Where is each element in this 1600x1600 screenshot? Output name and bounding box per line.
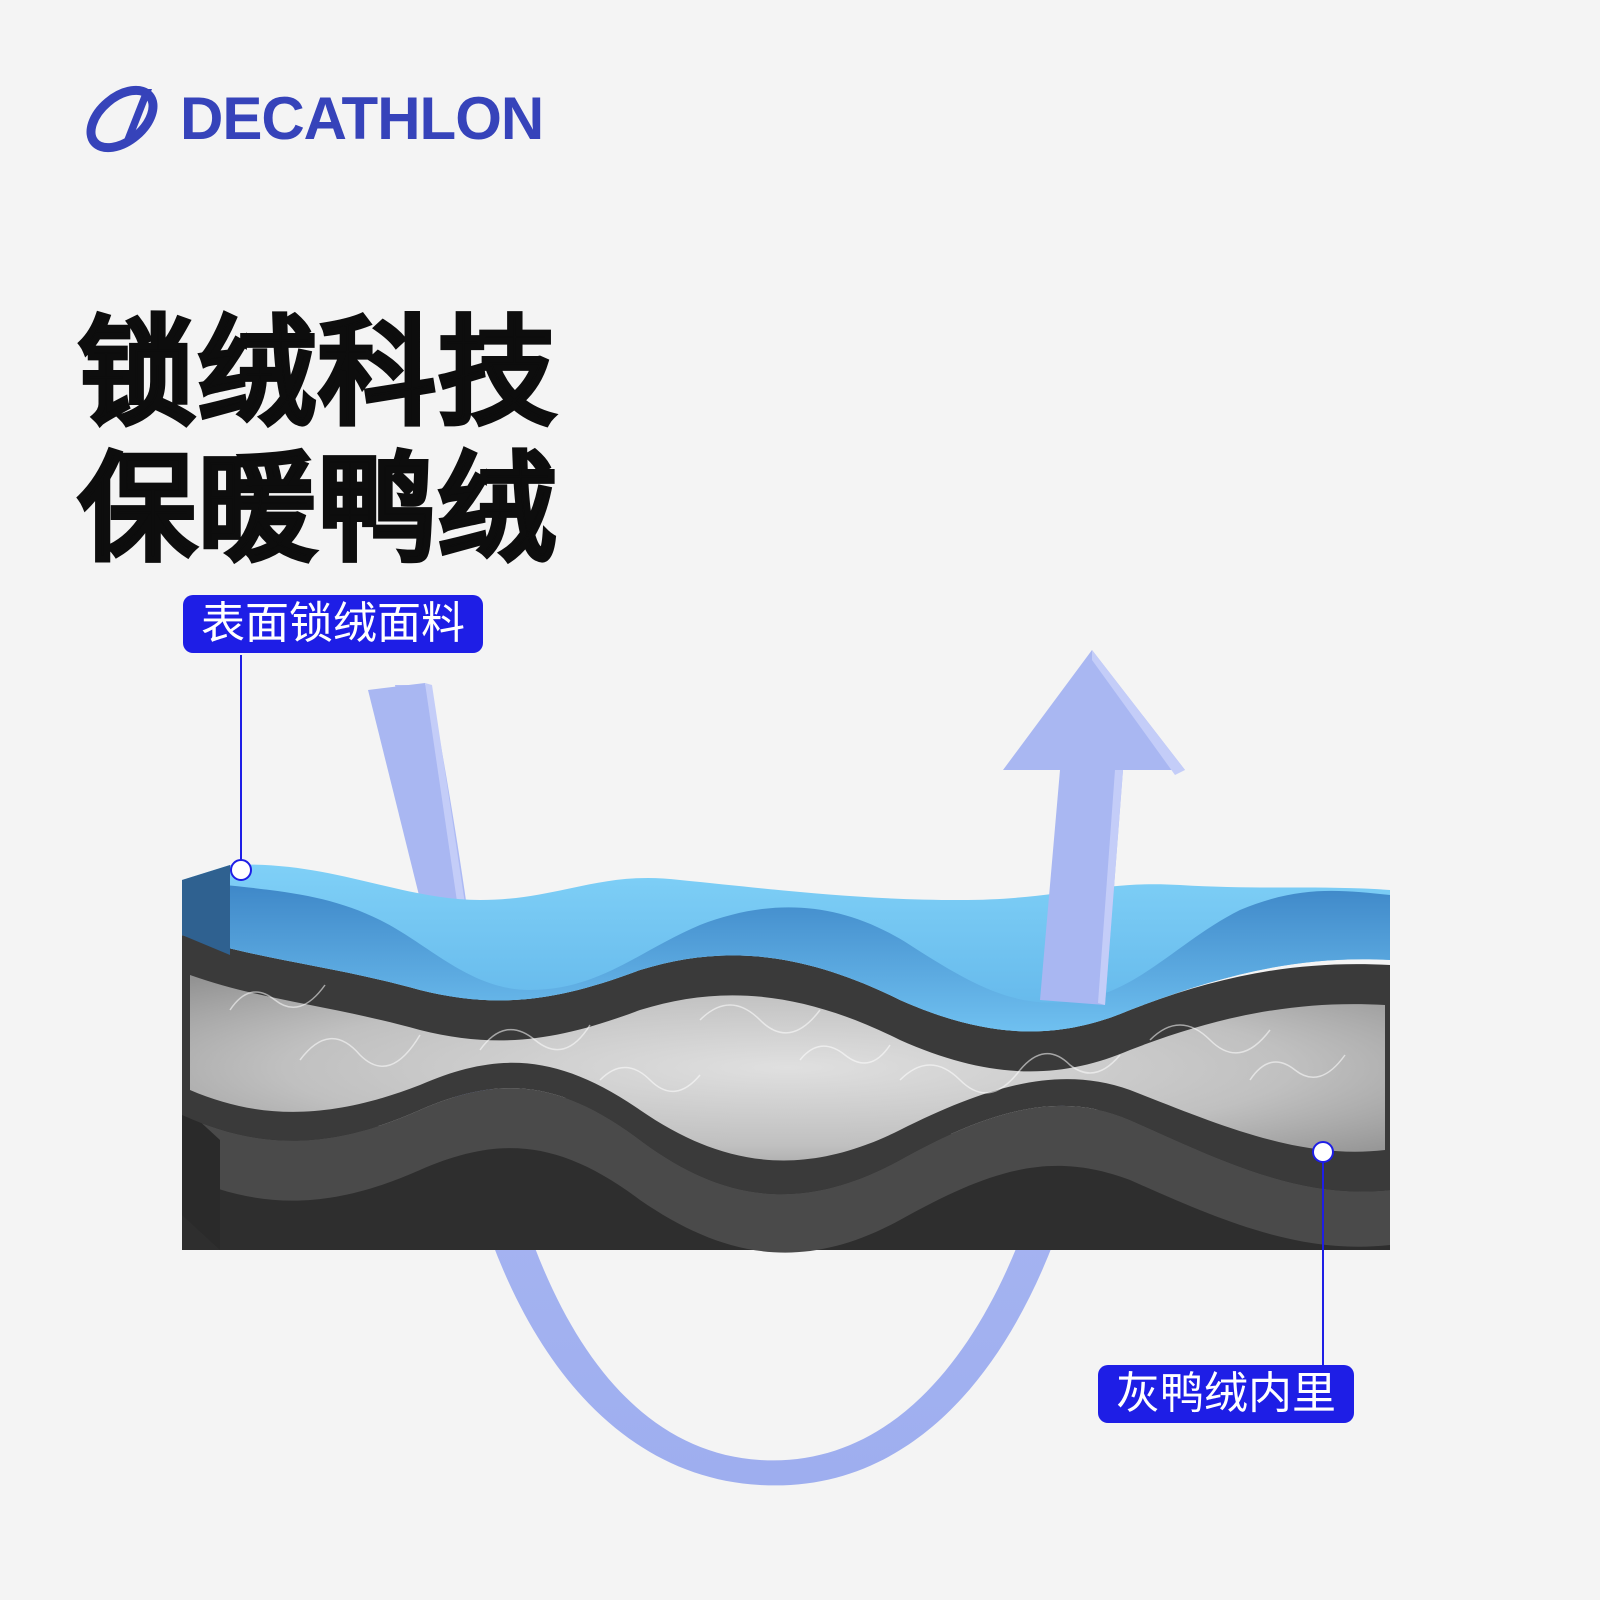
down-fill-layer — [182, 935, 1390, 1195]
callout-inner-lining — [1312, 1141, 1334, 1365]
brand-name: DECATHLON — [180, 85, 544, 152]
label-inner-lining: 灰鸭绒内里 — [1098, 1365, 1354, 1423]
headline: 锁绒科技 保暖鸭绒 — [76, 304, 559, 579]
brand-logo: DECATHLON — [82, 84, 544, 154]
decathlon-swoosh-icon — [86, 85, 158, 153]
headline-line-1: 锁绒科技 — [76, 304, 559, 443]
callout-outer-fabric — [230, 655, 252, 881]
label-outer-fabric: 表面锁绒面料 — [183, 595, 483, 653]
headline-line-2: 保暖鸭绒 — [76, 440, 559, 579]
airflow-arrow-up — [1003, 650, 1185, 1005]
